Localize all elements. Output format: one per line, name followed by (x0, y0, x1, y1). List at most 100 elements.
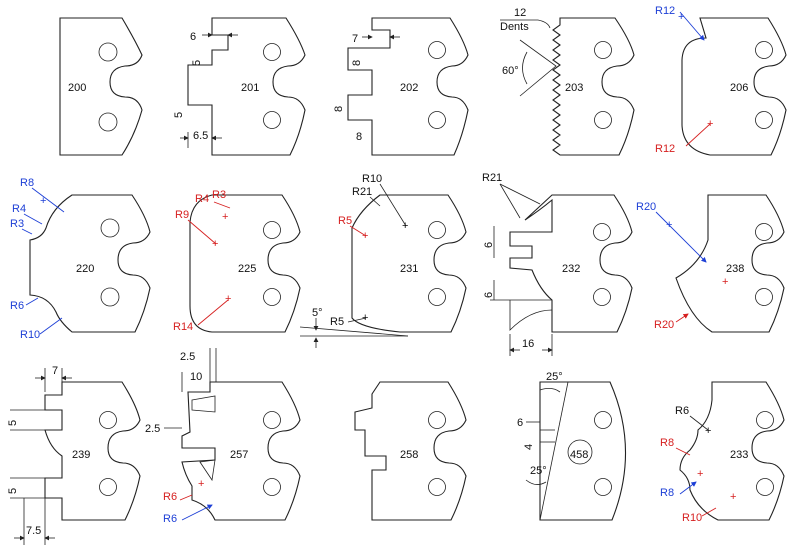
dimension-label: 6 (190, 31, 196, 43)
dimension-label: 10 (190, 371, 202, 383)
radius-label: R6 (10, 300, 24, 312)
mounting-hole (755, 111, 773, 129)
dimension-label: 8 (351, 60, 363, 66)
dimension-label: 6 (483, 292, 495, 298)
mounting-hole (428, 411, 446, 429)
profile-238: 238 R20 + R20 + (636, 194, 785, 333)
mounting-hole (428, 288, 446, 306)
mounting-hole (593, 288, 611, 306)
teeth-count: 12 (514, 7, 526, 19)
svg-text:+: + (678, 11, 684, 23)
radius-label: R12 (655, 5, 675, 17)
svg-text:+: + (730, 491, 736, 503)
mounting-hole (594, 478, 612, 496)
profile-label: 206 (730, 82, 748, 94)
angle-label: 60° (502, 65, 519, 77)
dimension-label: 5 (7, 488, 19, 494)
radius-label: R6 (675, 405, 689, 417)
dimension-label: 8 (333, 106, 345, 112)
mounting-hole (263, 111, 281, 129)
dimension-label: 7 (52, 365, 58, 377)
mounting-hole (100, 287, 120, 307)
angle-label: 25° (546, 371, 563, 383)
radius-label: R20 (636, 201, 656, 213)
center-hole (567, 439, 593, 465)
svg-text:+: + (212, 238, 218, 250)
profile-233: 233 R6 + R8 + R8 R10 + (660, 381, 785, 524)
profile-label: 458 (570, 449, 588, 461)
profile-203: 203 12 Dents 60° (500, 7, 635, 156)
radius-label: R4 (195, 193, 209, 205)
mounting-hole (99, 411, 117, 429)
radius-label: R10 (20, 329, 40, 341)
dimension-label: 7 (352, 33, 358, 45)
svg-text:+: + (697, 468, 703, 480)
mounting-hole (428, 41, 446, 59)
svg-text:+: + (666, 219, 672, 231)
radius-label: R8 (20, 177, 34, 189)
radius-label: R21 (352, 186, 372, 198)
radius-label: R4 (12, 203, 26, 215)
dimension-label: 16 (522, 338, 534, 350)
svg-text:+: + (225, 293, 231, 305)
mounting-hole (263, 221, 281, 239)
dimension-label: 6 (483, 242, 495, 248)
svg-text:+: + (198, 478, 204, 490)
profile-206: 206 R12 + R12 + (655, 5, 787, 156)
radius-label: R5 (330, 316, 344, 328)
mounting-hole (755, 223, 773, 241)
mounting-hole (756, 411, 774, 429)
profile-label: 201 (241, 82, 259, 94)
profile-label: 233 (730, 449, 748, 461)
profile-232: 232 R21 6 6 16 (482, 172, 633, 356)
svg-text:+: + (705, 425, 711, 437)
profile-label: 225 (238, 263, 256, 275)
profile-220: 220 R8 + R4 R3 R6 R10 (10, 177, 151, 341)
profile-label: 257 (230, 449, 248, 461)
dimension-label: 4 (523, 444, 535, 450)
teeth-label: Dents (500, 21, 529, 33)
radius-label: R10 (682, 512, 702, 524)
angle-label: 25° (530, 465, 547, 477)
profile-258: 258 (354, 381, 467, 521)
radius-label: R3 (212, 189, 226, 201)
radius-label: R3 (10, 218, 24, 230)
dimension-label: 2.5 (145, 423, 160, 435)
dimension-label: 5 (191, 60, 203, 66)
radius-label: R6 (163, 513, 177, 525)
mounting-hole (263, 478, 281, 496)
radius-label: R8 (660, 437, 674, 449)
svg-text:+: + (40, 195, 46, 207)
dimension-label: 6.5 (193, 130, 208, 142)
dimension-label: 5 (7, 420, 19, 426)
profile-label: 220 (76, 263, 94, 275)
dimension-label: 7.5 (26, 525, 41, 537)
dimension-label: 6 (517, 417, 523, 429)
radius-label: R12 (655, 143, 675, 155)
dimension-label: 8 (356, 131, 362, 143)
mounting-hole (98, 112, 118, 132)
mounting-hole (428, 111, 446, 129)
profile-201: 201 6 5 5 6.5 (173, 17, 306, 156)
profile-239: 239 7 5 5 7.5 (7, 365, 141, 545)
dimension-label: 2.5 (180, 351, 195, 363)
radius-label: R8 (660, 487, 674, 499)
mounting-hole (755, 41, 773, 59)
svg-text:+: + (707, 118, 713, 130)
profile-label: 203 (565, 82, 583, 94)
mounting-hole (100, 218, 120, 238)
mounting-hole (263, 43, 281, 61)
mounting-hole (593, 223, 611, 241)
mounting-hole (594, 411, 612, 429)
radius-label: R6 (163, 491, 177, 503)
dimension-label: 5 (173, 112, 185, 118)
profile-225: 225 R4 R3 + R9 + R14 + (173, 189, 301, 333)
profile-257: 257 2.5 10 2.5 R6 + R6 (145, 348, 301, 525)
profile-458: 458 25° 25° 6 4 (517, 371, 627, 521)
profile-label: 238 (726, 263, 744, 275)
profile-label: 202 (400, 82, 418, 94)
angle-label: 5° (312, 307, 323, 319)
profile-200: 200 (59, 17, 143, 156)
radius-label: R14 (173, 321, 193, 333)
